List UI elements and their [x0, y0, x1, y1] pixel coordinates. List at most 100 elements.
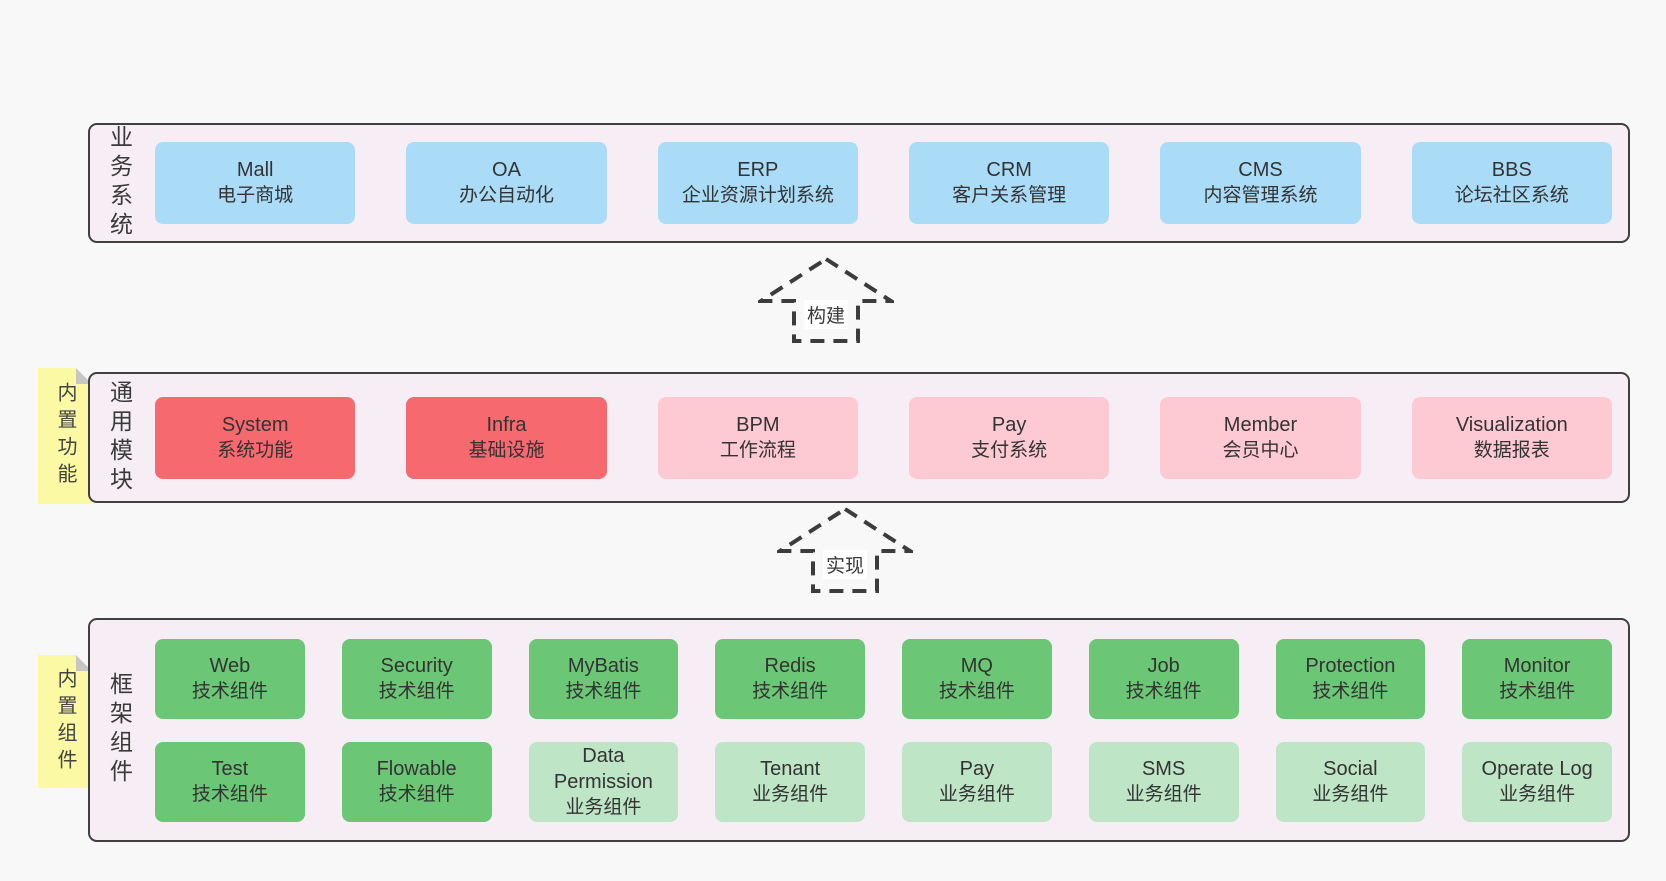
box-subtitle: 业务组件 — [1125, 783, 1202, 805]
box-name: Redis — [764, 654, 816, 677]
box-name: Data Permission — [553, 744, 653, 793]
box-name: Member — [1223, 413, 1298, 436]
dashed-up-arrow-icon — [758, 256, 894, 343]
box-subtitle: 业务组件 — [938, 783, 1015, 805]
box-subtitle: 会员中心 — [1222, 439, 1299, 461]
box-mall: Mall 电子商城 — [155, 142, 356, 224]
module-row: System 系统功能 Infra 基础设施 BPM 工作流程 Pay 支付系统 Member 会… — [155, 396, 1612, 479]
box-name: Social — [1323, 757, 1378, 780]
box-web: Web 技术组件 — [155, 638, 305, 719]
box-tenant: Tenant 业务组件 — [715, 741, 865, 822]
box-name: ERP — [737, 159, 779, 181]
box-name: Visualization — [1455, 413, 1568, 436]
box-name: Operate Log — [1481, 757, 1593, 780]
layer-title: 通用模块 — [106, 379, 133, 496]
implement-arrow: 实现 — [777, 506, 913, 594]
box-subtitle: 办公自动化 — [458, 185, 554, 206]
box-cms: CMS 内容管理系统 — [1160, 142, 1361, 224]
sticky-tab-label: 内置组件 — [54, 667, 76, 776]
box-name: SMS — [1141, 757, 1186, 780]
box-mq: MQ 技术组件 — [902, 638, 1052, 719]
box-protection: Protection 技术组件 — [1275, 638, 1426, 719]
box-name: Test — [211, 757, 249, 780]
box-pay: Pay 支付系统 — [908, 396, 1110, 479]
box-infra: Infra 基础设施 — [406, 396, 607, 479]
box-name: Pay — [991, 413, 1027, 436]
box-name: Infra — [486, 413, 527, 436]
box-name: Web — [209, 654, 251, 677]
box-subtitle: 内容管理系统 — [1203, 185, 1318, 206]
box-subtitle: 数据报表 — [1473, 439, 1550, 461]
box-name: System — [221, 413, 289, 436]
layer-title: 框架组件 — [106, 672, 133, 788]
box-flowable: Flowable 技术组件 — [341, 741, 492, 822]
box-system: System 系统功能 — [155, 396, 356, 479]
box-job: Job 技术组件 — [1088, 638, 1239, 719]
box-name: CMS — [1238, 159, 1283, 181]
box-name: Tenant — [760, 757, 821, 780]
box-subtitle: 论坛社区系统 — [1454, 185, 1569, 206]
arrow-label: 构建 — [803, 300, 849, 329]
box-name: Pay — [959, 757, 995, 780]
box-subtitle: 技术组件 — [1312, 680, 1389, 702]
box-bbs: BBS 论坛社区系统 — [1411, 142, 1612, 224]
box-subtitle: 基础设施 — [468, 439, 545, 461]
box-subtitle: 技术组件 — [1125, 680, 1202, 702]
box-name: MQ — [960, 654, 993, 677]
box-test: Test 技术组件 — [155, 741, 305, 822]
box-subtitle: 支付系统 — [971, 439, 1048, 461]
box-subtitle: 业务组件 — [1312, 783, 1389, 805]
box-subtitle: 企业资源计划系统 — [681, 185, 834, 206]
box-name: MyBatis — [567, 654, 639, 677]
box-oa: OA 办公自动化 — [406, 142, 607, 224]
box-subtitle: 工作流程 — [719, 439, 796, 461]
layer-label-wrap: 通用模块 — [90, 374, 148, 501]
sticky-tab-label: 内置功能 — [54, 382, 76, 490]
box-name: Protection — [1305, 654, 1396, 677]
box-subtitle: 技术组件 — [938, 680, 1015, 702]
box-mybatis: MyBatis 技术组件 — [528, 638, 679, 719]
box-name: Flowable — [376, 757, 457, 780]
box-name: Job — [1147, 654, 1180, 677]
box-subtitle: 技术组件 — [191, 783, 268, 805]
box-name: CRM — [986, 159, 1032, 181]
box-data-permission: Data Permission 业务组件 — [528, 741, 679, 822]
box-subtitle: 电子商城 — [217, 185, 294, 206]
arrow-label: 实现 — [822, 550, 868, 579]
box-member: Member 会员中心 — [1160, 396, 1361, 479]
box-pay: Pay 业务组件 — [902, 741, 1052, 822]
build-arrow: 构建 — [758, 256, 894, 344]
box-erp: ERP 企业资源计划系统 — [657, 142, 858, 224]
box-subtitle: 业务组件 — [565, 796, 642, 818]
box-subtitle: 技术组件 — [191, 680, 268, 702]
layer-label-wrap: 框架组件 — [90, 620, 148, 840]
box-name: Mall — [236, 159, 274, 181]
box-subtitle: 系统功能 — [217, 439, 294, 461]
layer-common-modules: 通用模块 System 系统功能 Infra 基础设施 BPM 工作流程 Pay 支付系统 Me… — [88, 372, 1630, 503]
box-name: OA — [492, 159, 521, 181]
sticky-tab-built-in-features: 内置功能 — [38, 368, 92, 504]
dashed-up-arrow-icon — [777, 506, 913, 593]
layer-title: 业务系统 — [106, 125, 133, 241]
box-subtitle: 技术组件 — [565, 680, 642, 702]
box-subtitle: 技术组件 — [752, 680, 829, 702]
box-subtitle: 技术组件 — [378, 783, 455, 805]
box-name: BBS — [1491, 159, 1532, 181]
box-name: BPM — [736, 413, 780, 436]
box-redis: Redis 技术组件 — [715, 638, 865, 719]
sticky-tab-built-in-components: 内置组件 — [38, 655, 92, 788]
box-subtitle: 业务组件 — [752, 783, 829, 805]
layer-label-wrap: 业务系统 — [90, 125, 148, 241]
